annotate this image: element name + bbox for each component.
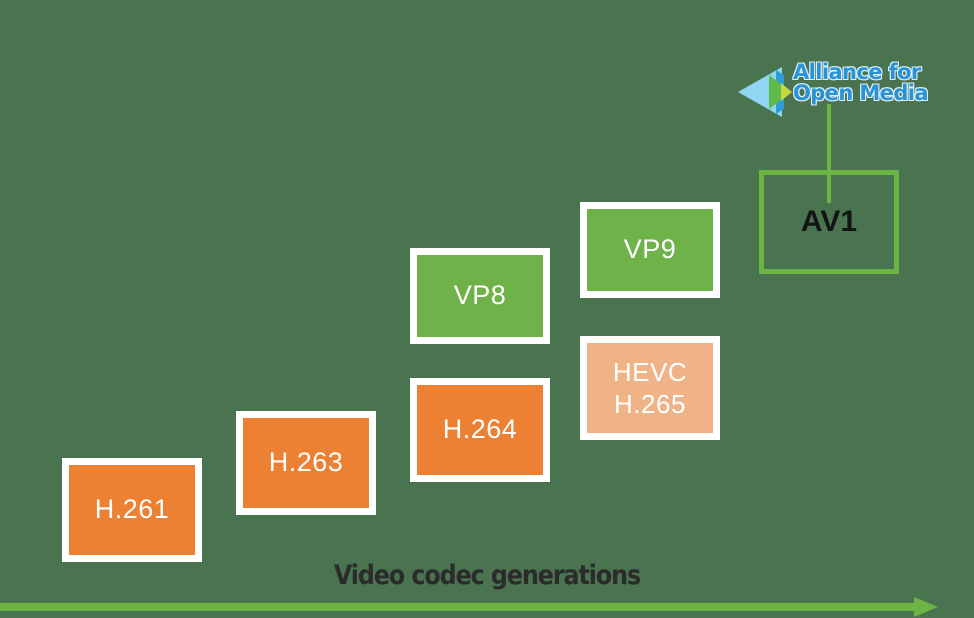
codec-box-av1[interactable]: AV1 xyxy=(759,170,899,274)
aom-logo-line-1: Alliance for xyxy=(793,60,921,84)
codec-box-vp8[interactable]: VP8 xyxy=(410,248,550,344)
codec-label-av1: AV1 xyxy=(800,205,858,239)
codec-box-h261[interactable]: H.261 xyxy=(62,458,202,562)
alliance-for-open-media-logo: Alliance for Open Media xyxy=(736,58,929,126)
diagram-caption: Video codec generations xyxy=(333,560,641,591)
logo-to-av1-connector xyxy=(827,104,831,203)
aom-play-triangle-icon xyxy=(738,67,792,117)
timeline-arrow-line xyxy=(0,603,918,611)
codec-box-h264[interactable]: H.264 xyxy=(410,378,550,482)
timeline-arrow-head-icon xyxy=(914,597,938,617)
codec-label-h264: H.264 xyxy=(442,414,518,445)
aom-logo-line-2: Open Media xyxy=(793,81,929,106)
codec-label-vp9: VP9 xyxy=(623,234,677,265)
codec-label-hevc-line-1: HEVC xyxy=(612,356,688,387)
codec-label-h263: H.263 xyxy=(268,447,344,478)
codec-label-hevc-line-2: H.265 xyxy=(614,389,686,419)
codec-label-vp8: VP8 xyxy=(453,280,507,311)
timeline-arrow xyxy=(0,596,974,618)
codec-label-h261: H.261 xyxy=(94,494,170,525)
codec-box-vp9[interactable]: VP9 xyxy=(580,202,720,298)
aom-logo-text: Alliance for Open Media xyxy=(793,60,929,106)
codec-box-h263[interactable]: H.263 xyxy=(236,411,376,515)
codec-box-hevc[interactable]: HEVC H.265 xyxy=(580,336,720,440)
